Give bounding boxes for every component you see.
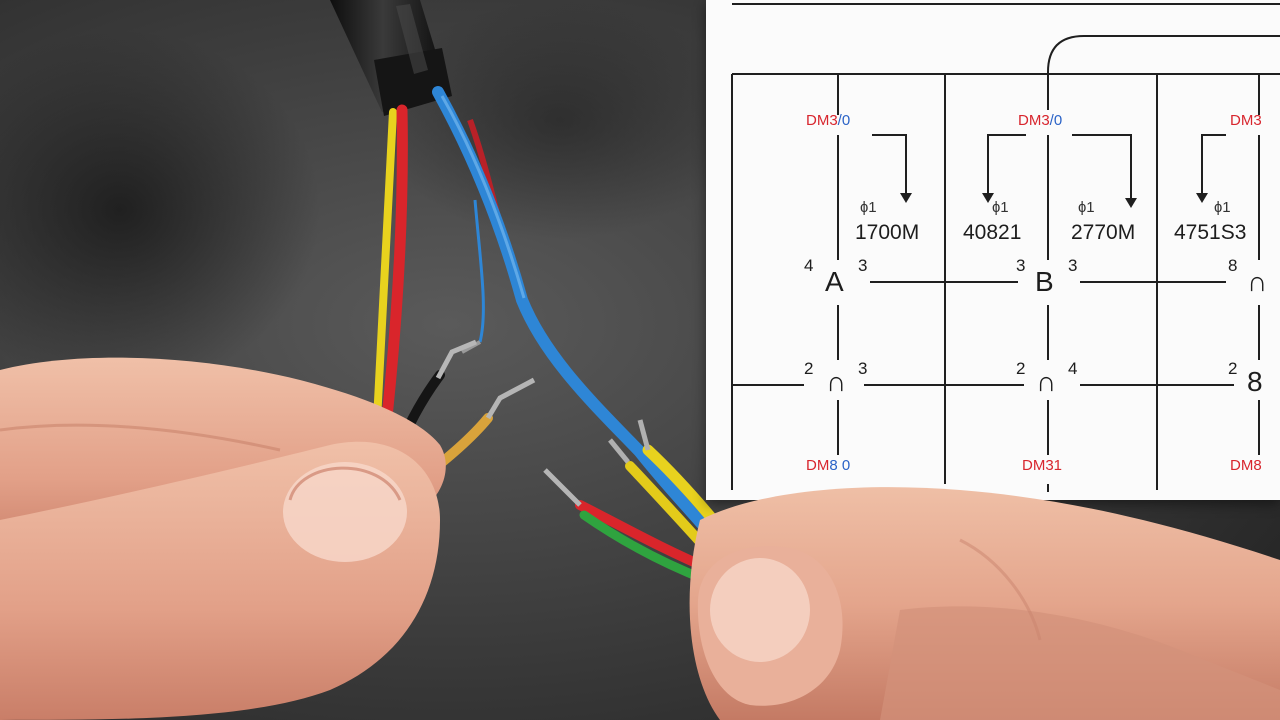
blue-wire bbox=[432, 86, 732, 558]
value-label-1: 1700M bbox=[855, 221, 920, 244]
cable-sheath bbox=[330, 0, 452, 116]
value-label-2: 40821 bbox=[963, 221, 1022, 244]
pin-label: 4 bbox=[1068, 359, 1078, 378]
pin-label: 8 bbox=[1228, 256, 1238, 275]
lower-node-2: ∩ bbox=[1033, 368, 1060, 396]
node-label-4: ∩ bbox=[1244, 268, 1271, 296]
pin-label: 2 bbox=[804, 359, 814, 378]
pin-label: 3 bbox=[858, 359, 868, 378]
value-label-4: 4751S3 bbox=[1174, 221, 1247, 244]
pin-label: 2 bbox=[1016, 359, 1026, 378]
small-label-2: ɸ1 bbox=[992, 199, 1009, 216]
small-label-1: ɸ1 bbox=[860, 199, 877, 216]
background-shadow bbox=[0, 30, 320, 390]
top-tag-2: DM3/0 bbox=[1018, 112, 1063, 129]
lower-node-1: ∩ bbox=[823, 368, 850, 396]
node-label-a: A bbox=[822, 268, 847, 296]
lower-node-4: 8 bbox=[1244, 368, 1266, 396]
pin-label: 3 bbox=[1016, 256, 1026, 275]
diagram-lines bbox=[731, 3, 1280, 492]
top-tag-4: DM3 bbox=[1230, 112, 1262, 129]
thin-blue-wire bbox=[461, 199, 485, 354]
node-label-b: B bbox=[1032, 268, 1057, 296]
bottom-tag-2: DM31 bbox=[1022, 457, 1063, 474]
pin-label: 4 bbox=[804, 256, 814, 275]
small-label-3: ɸ1 bbox=[1078, 199, 1095, 216]
top-tag-1: DM3/0 bbox=[806, 112, 851, 129]
bottom-tag-1: DM8 0 bbox=[806, 457, 851, 474]
pin-label: 2 bbox=[1228, 359, 1238, 378]
pin-label: 3 bbox=[858, 256, 868, 275]
background-shadow bbox=[380, 0, 740, 240]
bottom-tag-4: DM8 bbox=[1230, 457, 1262, 474]
pin-label: 3 bbox=[1068, 256, 1078, 275]
wiring-diagram-sheet: DM3/0 ɸ1 1700M 4 3 A 2 3 ∩ DM8 0 DM3/0 ɸ… bbox=[706, 0, 1280, 500]
value-label-3: 2770M bbox=[1071, 221, 1136, 244]
small-label-4: ɸ1 bbox=[1214, 199, 1231, 216]
